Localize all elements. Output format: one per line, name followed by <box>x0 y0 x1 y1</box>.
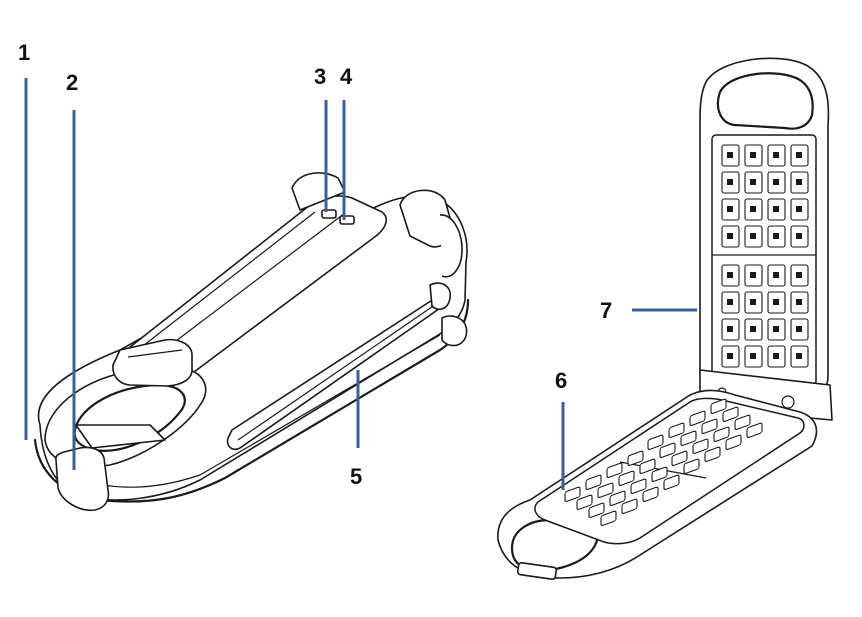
callout-5: 5 <box>350 464 362 489</box>
waffle-cell-dot <box>773 206 779 212</box>
waffle-cell <box>627 450 644 467</box>
waffle-cell <box>680 430 697 447</box>
waffle-cell-dot <box>727 272 733 278</box>
waffle-cell-dot <box>773 299 779 305</box>
waffle-cell-dot <box>727 233 733 239</box>
waffle-cell <box>692 438 709 455</box>
waffle-cell-dot <box>773 233 779 239</box>
waffle-cell-dot <box>796 272 802 278</box>
waffle-cell <box>659 442 676 459</box>
callout-6: 6 <box>555 368 567 393</box>
waffle-cell-dot <box>773 152 779 158</box>
waffle-cell <box>746 422 763 439</box>
waffle-cell <box>647 434 664 451</box>
waffle-cell-dot <box>750 272 756 278</box>
waffle-cell <box>701 418 718 435</box>
waffle-cell-dot <box>796 353 802 359</box>
waffle-cell <box>606 462 623 479</box>
callout-1: 1 <box>18 40 30 65</box>
waffle-cell-dot <box>750 233 756 239</box>
waffle-cell-dot <box>773 179 779 185</box>
leader-lines <box>24 78 697 490</box>
waffle-cell <box>725 434 742 451</box>
waffle-cell <box>639 458 656 475</box>
waffle-cell <box>585 474 602 491</box>
waffle-cell-dot <box>796 206 802 212</box>
waffle-cell-dot <box>727 353 733 359</box>
waffle-cell <box>588 502 605 519</box>
waffle-cell-dot <box>796 233 802 239</box>
waffle-cell-dot <box>796 299 802 305</box>
waffle-cell <box>668 422 685 439</box>
waffle-cell <box>609 490 626 507</box>
waffle-cell <box>642 486 659 503</box>
waffle-cell <box>710 398 727 415</box>
callout-4: 4 <box>340 64 353 89</box>
waffle-cell-dot <box>750 206 756 212</box>
waffle-cell-dot <box>796 152 802 158</box>
open-waffle-maker <box>497 57 833 580</box>
lower-waffle-grid <box>564 398 763 527</box>
waffle-cell <box>621 498 638 515</box>
waffle-cell-dot <box>727 299 733 305</box>
waffle-cell-dot <box>750 353 756 359</box>
callout-labels: 1 2 3 4 5 6 7 <box>18 40 612 489</box>
waffle-cell <box>618 470 635 487</box>
waffle-cell-dot <box>727 152 733 158</box>
waffle-cell-dot <box>750 326 756 332</box>
waffle-cell <box>597 482 614 499</box>
waffle-cell <box>683 458 700 475</box>
upper-waffle-grid <box>721 144 809 368</box>
waffle-cell-dot <box>727 206 733 212</box>
waffle-cell <box>671 450 688 467</box>
callout-7: 7 <box>600 298 612 323</box>
callout-2: 2 <box>66 70 78 95</box>
waffle-cell <box>600 510 617 527</box>
waffle-cell <box>663 474 680 491</box>
waffle-cell <box>722 406 739 423</box>
waffle-cell-dot <box>750 299 756 305</box>
waffle-cell-dot <box>750 179 756 185</box>
waffle-cell-dot <box>773 353 779 359</box>
waffle-cell-dot <box>750 152 756 158</box>
waffle-cell-dot <box>796 179 802 185</box>
waffle-cell-dot <box>727 179 733 185</box>
waffle-cell <box>689 410 706 427</box>
waffle-cell-dot <box>727 326 733 332</box>
waffle-cell <box>630 478 647 495</box>
callout-3: 3 <box>314 64 326 89</box>
waffle-cell <box>713 426 730 443</box>
waffle-cell <box>704 446 721 463</box>
waffle-cell <box>651 466 668 483</box>
closed-waffle-maker <box>33 172 470 512</box>
waffle-cell-dot <box>773 272 779 278</box>
waffle-cell-dot <box>773 326 779 332</box>
waffle-cell <box>734 414 751 431</box>
waffle-cell <box>564 486 581 503</box>
waffle-cell-dot <box>796 326 802 332</box>
waffle-cell <box>576 494 593 511</box>
